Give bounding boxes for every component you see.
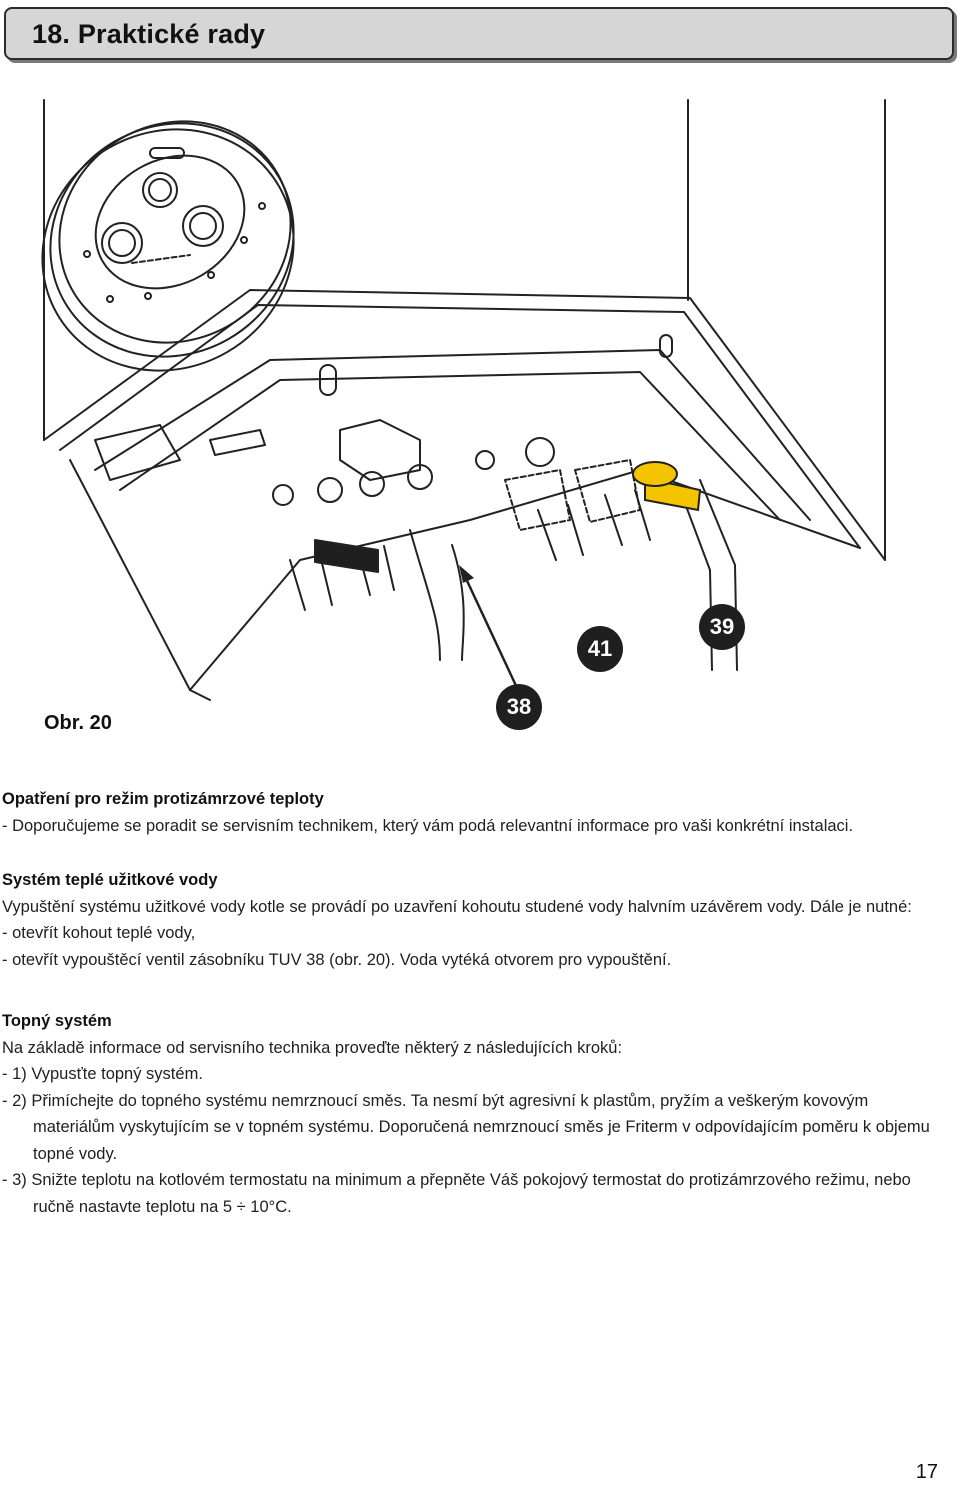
paragraph: Na základě informace od servisního techn…: [2, 1038, 623, 1057]
section-heading: Systém teplé užitkové vody: [2, 871, 218, 889]
figure-label: Obr. 20: [44, 712, 112, 734]
boiler-illustration: 41 39: [0, 60, 960, 760]
callout-41: 41: [577, 626, 623, 672]
section-header: 18. Praktické rady: [4, 7, 954, 60]
section-dhw: Systém teplé užitkové vody Vypuštění sys…: [2, 867, 952, 973]
section-antifreeze: Opatření pro režim protizámrzové teploty…: [2, 786, 952, 839]
section-heating: Topný systém Na základě informace od ser…: [2, 1008, 952, 1220]
list-item: - 1) Vypusťte topný systém.: [2, 1065, 203, 1083]
paragraph: - Doporučujeme se poradit se servisním t…: [2, 816, 854, 835]
section-title: 18. Praktické rady: [32, 19, 266, 49]
list-item: - 3) Snižte teplotu na kotlovém termosta…: [2, 1171, 911, 1216]
page-number: 17: [915, 1461, 938, 1483]
list-item: - otevřít vypouštěcí ventil zásobníku TU…: [2, 950, 672, 969]
section-heading: Opatření pro režim protizámrzové teploty: [2, 790, 324, 808]
callout-39: 39: [699, 604, 745, 650]
callout-38: 38: [496, 684, 542, 730]
paragraph: Vypuštění systému užitkové vody kotle se…: [2, 897, 912, 916]
list-item: - otevřít kohout teplé vody,: [2, 924, 196, 942]
list-item: - 2) Přimíchejte do topného systému nemr…: [2, 1091, 930, 1163]
boiler-drawing: [41, 99, 886, 701]
section-heading: Topný systém: [2, 1012, 112, 1030]
